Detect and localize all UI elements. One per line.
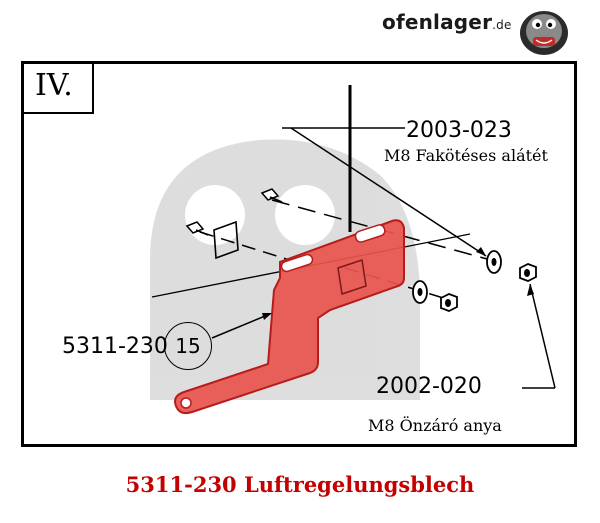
part-description-2003-023: M8 Fakötéses alátét: [384, 146, 548, 165]
washer-center: [412, 280, 428, 304]
section-label-box: [24, 64, 94, 114]
screw-upper: [260, 188, 283, 203]
part-description-2002-020: M8 Önzáró anya: [368, 416, 502, 435]
nut-right: [519, 263, 537, 282]
callout-number: 15: [164, 322, 212, 370]
washer-right: [486, 250, 502, 274]
logo-wordmark: ofenlager.de: [382, 10, 512, 34]
screw-lower: [185, 221, 209, 236]
part-number-2002-020: 2002-020: [376, 374, 482, 399]
air-regulation-sheet-part: [174, 219, 405, 415]
part-number-2003-023: 2003-023: [406, 118, 512, 143]
part-number-5311-230: 5311-230: [62, 334, 168, 359]
section-label: IV.: [35, 68, 73, 103]
brand-logo[interactable]: ofenlager.de: [382, 4, 582, 55]
nut-center: [440, 293, 458, 312]
stove-mascot-icon: [520, 11, 568, 55]
diagram-frame: [21, 61, 577, 447]
product-caption: 5311-230 Luftregelungsblech: [125, 472, 475, 497]
